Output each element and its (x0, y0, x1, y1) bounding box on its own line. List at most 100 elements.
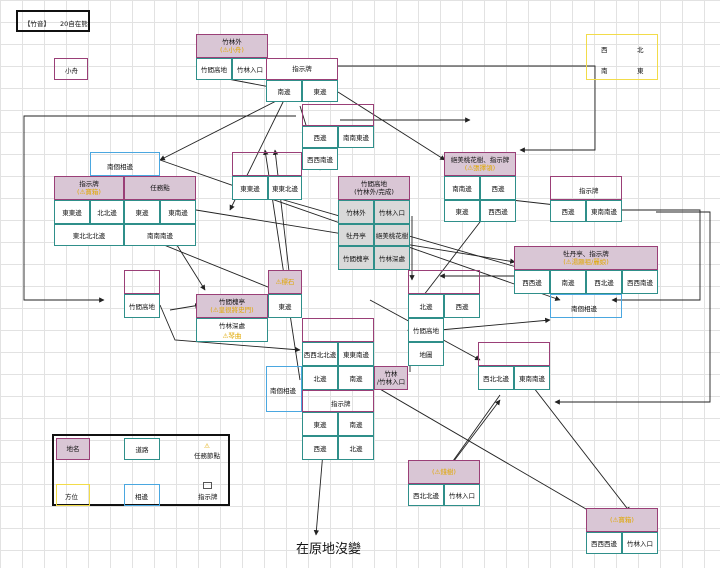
compass-north: 北 (637, 46, 644, 54)
south-side-label: 南個相邊 (107, 163, 133, 171)
east-node-e: 東東邊 (232, 176, 268, 200)
peach-tree-ss: 南南邊 (444, 176, 480, 200)
peony-pav-ns: 南個相邊 (550, 294, 622, 318)
bamboo-high-pavilion: 牡丹亭 (338, 224, 374, 246)
legend-direction: 方位 (56, 484, 90, 506)
bamboo-high-pine: 竹間槐亭 (338, 246, 374, 270)
bamboo-high-outer: 竹林外 (338, 200, 374, 224)
compass-east: 東 (637, 67, 644, 75)
sign-icon (203, 482, 213, 489)
sign-left-note: (⚠寶箱) (77, 188, 101, 196)
incense-wn: 西北北邊 (408, 484, 444, 506)
sign-left-header: 指示牌(⚠寶箱) (54, 176, 124, 200)
sign-center-s: 南邊 (338, 412, 374, 436)
small-box-mid: 竹林/竹林入口 (374, 366, 408, 390)
middle-sse: 南南東邊 (338, 126, 374, 148)
bamboo-hill: 竹間高地 (124, 294, 160, 318)
east-node-ene: 東東北邊 (268, 176, 302, 200)
small-boat-node: 小舟 (54, 58, 88, 80)
middle-wsw: 西西南邊 (302, 148, 338, 170)
peony-pav-name: 牡丹亭、指示牌 (563, 249, 609, 258)
incense-header: (⚠錢樹) (408, 460, 480, 484)
peach-tree-name: 絕美桃花樹、指示牌 (450, 155, 510, 164)
sign-center-name: 指示牌 (331, 400, 351, 408)
pine-pav-name: 竹間槐亭 (219, 297, 245, 306)
sign-center-n: 北邊 (338, 436, 374, 460)
compass-south: 南 (601, 67, 608, 75)
title-label: 【竹音】 (24, 20, 50, 28)
bottom-note: 在原地沒變 (296, 542, 362, 557)
incense-entry: 竹林入口 (444, 484, 480, 506)
zhulin-outer-note: (⚠小舟) (220, 46, 244, 54)
bamboo-high-header: 竹間高地(竹林外/完成) (338, 176, 410, 200)
treasure-entry: 竹林入口 (622, 532, 658, 554)
peony-pav-s: 南邊 (550, 270, 586, 294)
east-cell: 東邊 (268, 294, 302, 318)
sign-center-e: 東邊 (302, 412, 338, 436)
legend-neighbor: 相邊 (124, 484, 160, 506)
wn-box-top (478, 342, 550, 366)
west-cell: 西邊 (444, 294, 480, 318)
peony-pav-wsw: 西西南邊 (622, 270, 658, 294)
pine-pav-body: 竹林深處 ⚠琴曲 (196, 318, 268, 342)
pine-pav-note: (⚠皇很將史門) (210, 306, 254, 314)
south-pair-node: 南個相邊 (266, 366, 302, 412)
incense-name: (⚠錢樹) (432, 467, 456, 476)
pine-pav-deep: 竹林深處 (219, 322, 245, 330)
south-side-node: 南個相邊 (90, 152, 160, 176)
legend-task: ⚠任務節點 (194, 442, 220, 460)
sign-left-ens: 東北北北邊 (54, 224, 124, 246)
middle-box (302, 104, 374, 126)
sign-left-e: 東東邊 (54, 200, 90, 224)
peony-pav-header: 牡丹亭、指示牌(⚠湯顯祖/麗娘) (514, 246, 658, 270)
sign1-name: 指示牌 (292, 64, 312, 73)
wn-box-esn: 東南南邊 (514, 366, 550, 390)
center-een: 東東南邊 (338, 342, 374, 366)
peach-tree-e: 東邊 (444, 200, 480, 222)
pine-pav-header: 竹間槐亭(⚠皇很將史門) (196, 294, 268, 318)
sign-right-w: 西邊 (550, 200, 586, 222)
sign-right-es: 東南南邊 (586, 200, 622, 222)
legend-sign: 指示牌 (198, 482, 218, 501)
pine-pav-warn: ⚠琴曲 (222, 332, 242, 340)
task-node-header: 任務點 (124, 176, 196, 200)
compass-box: 西 北 南 東 (586, 34, 658, 80)
treasure-wws: 西西西邊 (586, 532, 622, 554)
legend-path: 道路 (124, 438, 160, 460)
bamboo-high-peony: 絕美桃花樹 (374, 224, 410, 246)
top-small-header: ⚠標石 (268, 270, 302, 294)
peach-tree-w: 西邊 (480, 176, 516, 200)
bamboo-hill-top (124, 270, 160, 294)
small-box-mid-name: 竹林 (384, 369, 398, 378)
small-box-mid-note: /竹林入口 (376, 378, 406, 386)
peony-pav-wn: 西北邊 (586, 270, 622, 294)
task-node-e: 東邊 (124, 200, 160, 224)
legend-place: 地名 (56, 438, 90, 460)
peony-pav-ww: 西西邊 (514, 270, 550, 294)
zhulin-outer-name: 竹林外 (222, 37, 242, 46)
middle-west: 西邊 (302, 126, 338, 148)
sign1-east: 東邊 (302, 80, 338, 102)
center-s: 南邊 (338, 366, 374, 390)
treasure-header: (⚠寶箱) (586, 508, 658, 532)
bamboo-high-note: (竹林外/完成) (354, 188, 394, 196)
task-node-name: 任務點 (150, 183, 170, 192)
compass-west: 西 (601, 46, 608, 54)
sign1-south: 南邊 (266, 80, 302, 102)
east-node (232, 152, 302, 176)
north-box (408, 270, 480, 294)
wn-box-wn: 西北北邊 (478, 366, 514, 390)
bamboo-high-entry: 竹林入口 (374, 200, 410, 224)
peach-tree-note: (⚠張擇領) (464, 164, 496, 172)
place-label-cell: 地圖 (408, 342, 444, 366)
south-pair-label: 南個相邊 (270, 387, 296, 395)
peony-pav-ns-label: 南個相邊 (571, 305, 597, 313)
zhulin-outer-header: 竹林外(⚠小舟) (196, 34, 268, 58)
center-box-top (302, 318, 374, 342)
sign-right-header: 指示牌 (550, 176, 622, 200)
legend-box: 地名 道路 ⚠任務節點 方位 相邊 指示牌 (52, 434, 230, 506)
top-small-label: ⚠標石 (275, 277, 295, 286)
zhulin-outer-cell-a: 竹間高地 (196, 58, 232, 80)
sign-center-header: 指示牌 (302, 390, 374, 412)
